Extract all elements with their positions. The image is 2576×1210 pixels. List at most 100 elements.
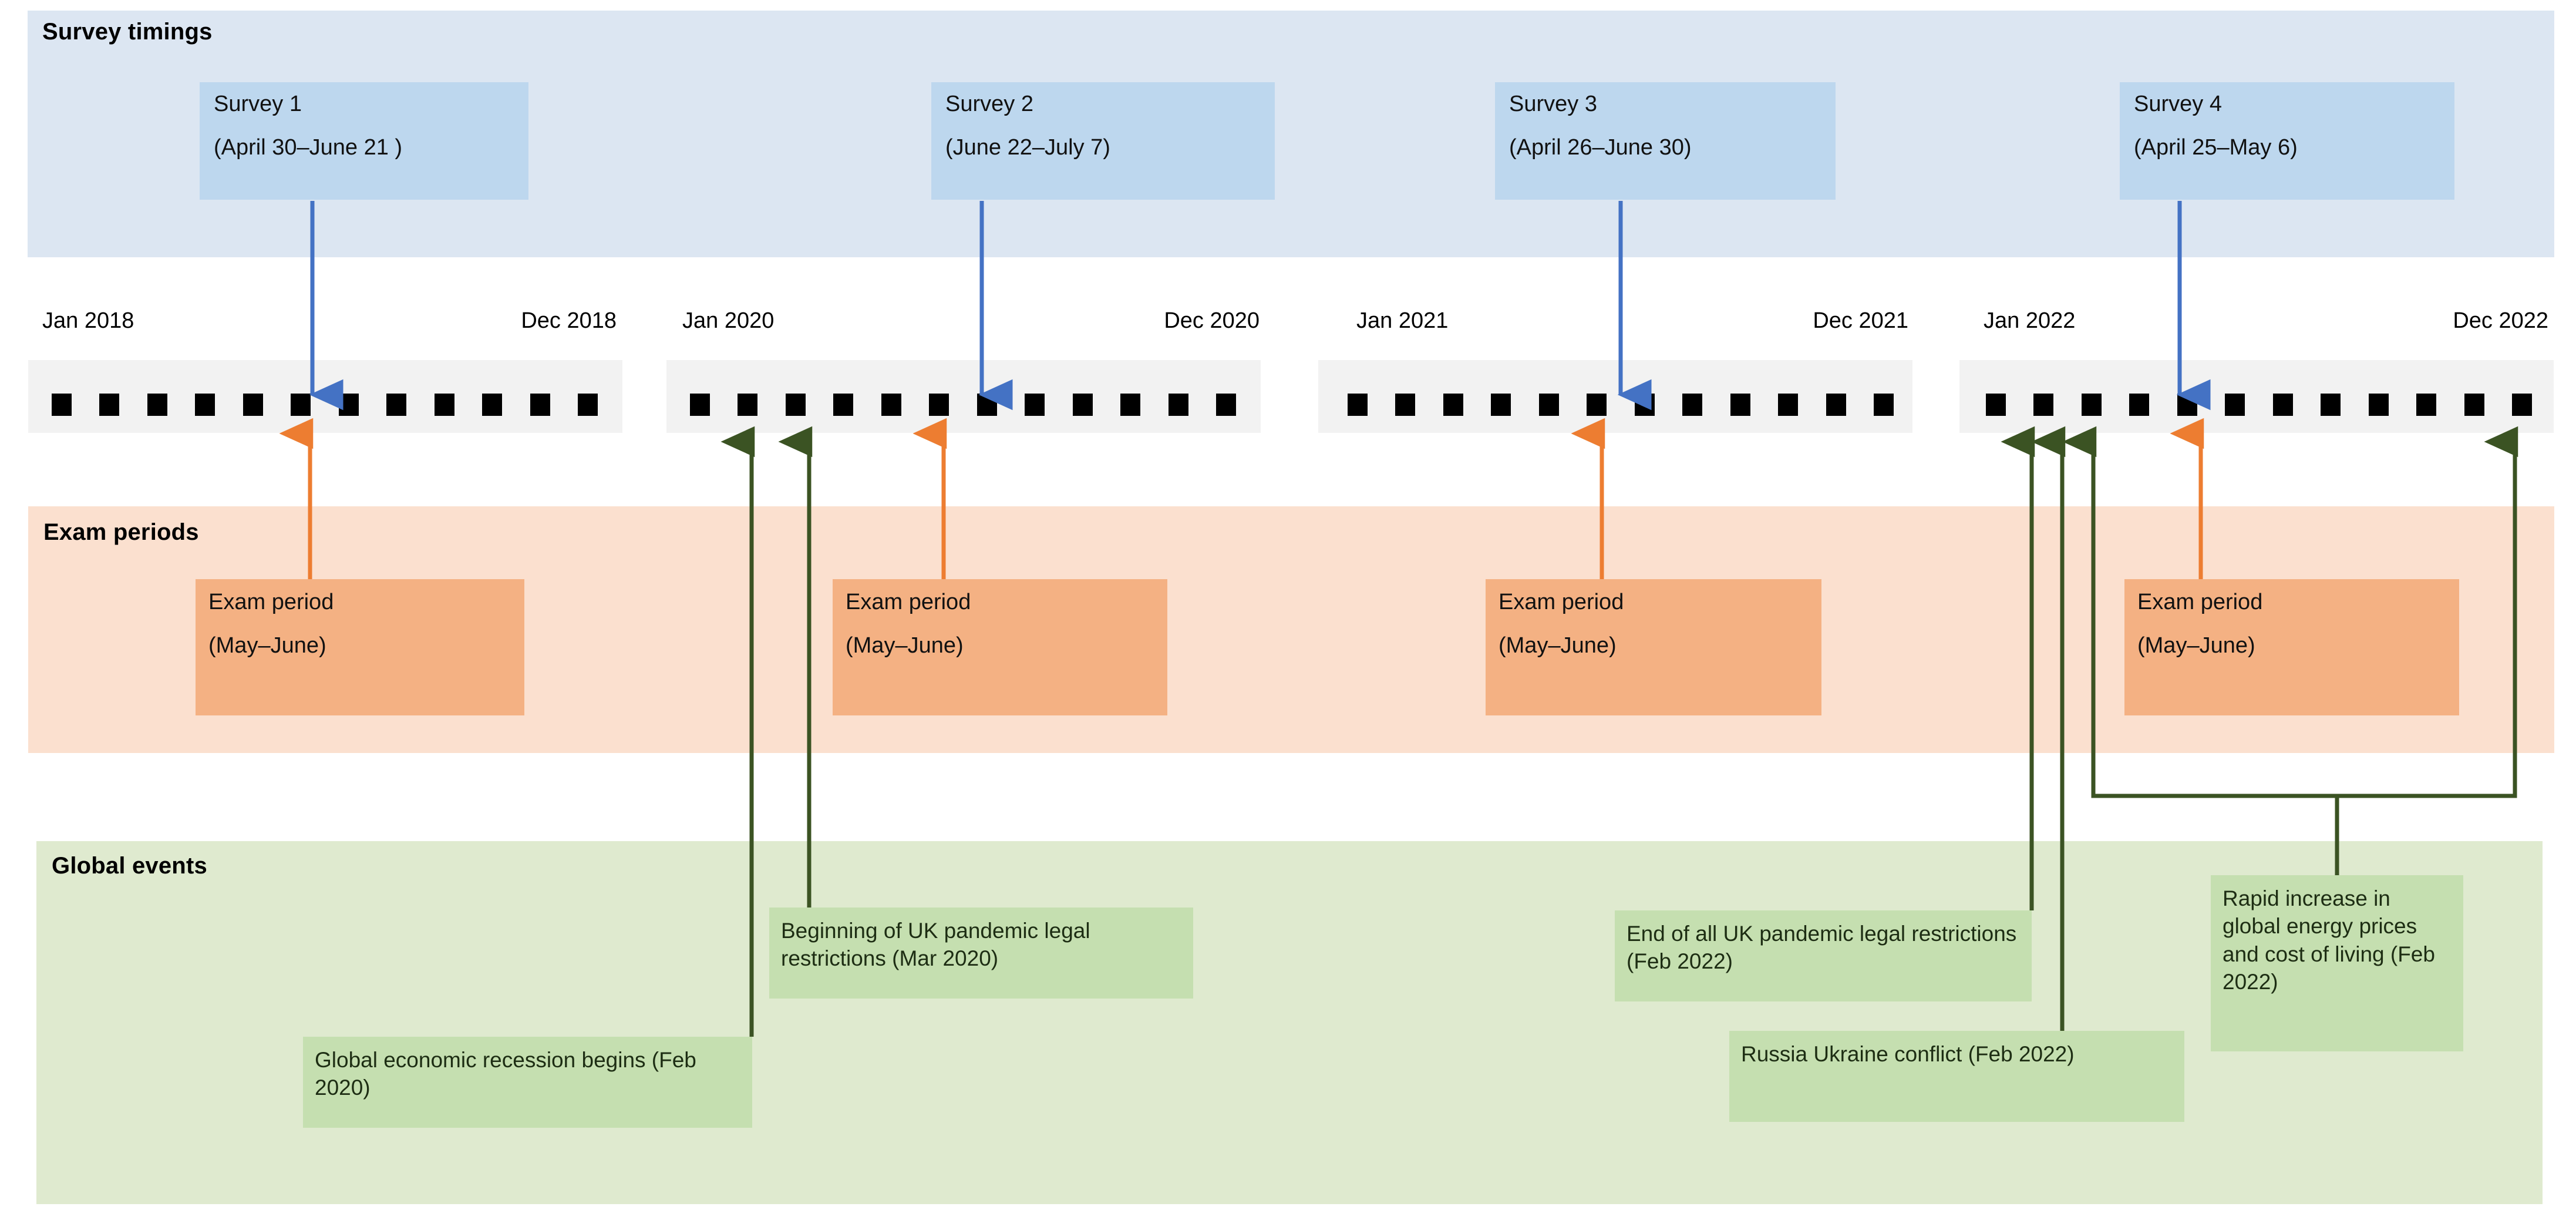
- survey-3-name: Survey 3: [1509, 92, 1597, 116]
- month-tick: [2081, 394, 2102, 416]
- global-event-russia-ukraine-text: Russia Ukraine conflict (Feb 2022): [1741, 1042, 2075, 1066]
- month-tick: [2368, 394, 2389, 416]
- month-tick: [929, 394, 949, 416]
- global-event-energy-prices-text: Rapid increase in global energy prices a…: [2223, 886, 2435, 994]
- timeline-rail-2021: [1318, 360, 1912, 433]
- survey-2-name: Survey 2: [945, 92, 1033, 116]
- month-tick: [195, 394, 215, 416]
- month-tick: [99, 394, 120, 416]
- exam-box-1: Exam period (May–June): [196, 579, 524, 715]
- exam-box-4: Exam period (May–June): [2124, 579, 2459, 715]
- global-events-title: Global events: [52, 853, 207, 879]
- month-tick: [976, 394, 997, 416]
- month-tick: [2129, 394, 2150, 416]
- month-tick: [243, 394, 263, 416]
- year-start-label-2018: Jan 2018: [42, 308, 134, 333]
- month-ticks-2022: [1986, 393, 2532, 416]
- survey-4-dates: (April 25–May 6): [2134, 135, 2298, 160]
- year-end-label-2021: Dec 2021: [1813, 308, 1908, 333]
- timeline-rail-2022: [1959, 360, 2554, 433]
- month-tick: [1072, 394, 1093, 416]
- month-tick: [1215, 394, 1236, 416]
- exam-box-3: Exam period (May–June): [1486, 579, 1821, 715]
- survey-2-dates: (June 22–July 7): [945, 135, 1110, 160]
- exam-3-dates: (May–June): [1499, 633, 1617, 658]
- month-tick: [785, 394, 806, 416]
- month-tick: [2511, 394, 2532, 416]
- month-tick: [1025, 394, 1045, 416]
- year-start-label-2020: Jan 2020: [682, 308, 775, 333]
- global-event-box-restrictions-begin: Beginning of UK pandemic legal restricti…: [769, 907, 1193, 999]
- month-tick: [386, 394, 407, 416]
- month-tick: [434, 394, 454, 416]
- month-tick: [738, 394, 758, 416]
- global-event-recession-text: Global economic recession begins (Feb 20…: [315, 1048, 696, 1100]
- year-start-label-2022: Jan 2022: [1984, 308, 2076, 333]
- month-tick: [1395, 394, 1416, 416]
- timeline-rail-2020: [666, 360, 1261, 433]
- survey-timings-title: Survey timings: [42, 19, 213, 45]
- exam-4-dates: (May–June): [2137, 633, 2255, 658]
- exam-4-name: Exam period: [2137, 590, 2263, 614]
- year-end-label-2018: Dec 2018: [521, 308, 617, 333]
- survey-3-dates: (April 26–June 30): [1509, 135, 1692, 160]
- month-tick: [881, 394, 901, 416]
- month-tick: [577, 394, 598, 416]
- month-tick: [2416, 394, 2437, 416]
- month-tick: [482, 394, 503, 416]
- month-tick: [1986, 394, 2006, 416]
- exam-periods-title: Exam periods: [43, 519, 199, 545]
- month-tick: [530, 394, 550, 416]
- month-tick: [291, 394, 311, 416]
- month-tick: [1168, 394, 1188, 416]
- month-tick: [2272, 394, 2293, 416]
- exam-box-2: Exam period (May–June): [833, 579, 1167, 715]
- exam-2-dates: (May–June): [846, 633, 964, 658]
- month-tick: [1826, 394, 1846, 416]
- month-tick: [1538, 394, 1559, 416]
- month-tick: [2225, 394, 2245, 416]
- month-ticks-2018: [52, 393, 598, 416]
- year-end-label-2020: Dec 2020: [1164, 308, 1260, 333]
- month-tick: [1120, 394, 1141, 416]
- month-tick: [147, 394, 167, 416]
- month-tick: [833, 394, 854, 416]
- year-end-label-2022: Dec 2022: [2453, 308, 2548, 333]
- exam-2-name: Exam period: [846, 590, 971, 614]
- survey-box-4: Survey 4 (April 25–May 6): [2120, 82, 2454, 200]
- year-start-label-2021: Jan 2021: [1356, 308, 1449, 333]
- global-event-box-energy-prices: Rapid increase in global energy prices a…: [2211, 875, 2463, 1051]
- month-tick: [338, 394, 359, 416]
- month-ticks-2020: [690, 393, 1236, 416]
- month-tick: [1730, 394, 1750, 416]
- month-tick: [1443, 394, 1463, 416]
- global-event-restrictions-begin-text: Beginning of UK pandemic legal restricti…: [781, 919, 1090, 971]
- month-ticks-2021: [1348, 393, 1894, 416]
- survey-1-name: Survey 1: [214, 92, 302, 116]
- month-tick: [2321, 394, 2341, 416]
- survey-4-name: Survey 4: [2134, 92, 2222, 116]
- month-tick: [1778, 394, 1799, 416]
- survey-1-dates: (April 30–June 21 ): [214, 135, 403, 160]
- month-tick: [2033, 394, 2054, 416]
- exam-3-name: Exam period: [1499, 590, 1624, 614]
- month-tick: [1682, 394, 1703, 416]
- month-tick: [2464, 394, 2484, 416]
- global-event-restrictions-end-text: End of all UK pandemic legal restriction…: [1627, 922, 2017, 974]
- month-tick: [1634, 394, 1655, 416]
- global-event-box-restrictions-end: End of all UK pandemic legal restriction…: [1615, 910, 2032, 1001]
- month-tick: [52, 394, 72, 416]
- month-tick: [1873, 394, 1894, 416]
- global-event-box-russia-ukraine: Russia Ukraine conflict (Feb 2022): [1729, 1031, 2184, 1122]
- month-tick: [2177, 394, 2197, 416]
- survey-box-2: Survey 2 (June 22–July 7): [931, 82, 1275, 200]
- exam-1-name: Exam period: [208, 590, 334, 614]
- exam-1-dates: (May–June): [208, 633, 326, 658]
- month-tick: [1587, 394, 1607, 416]
- month-tick: [690, 394, 710, 416]
- global-event-box-recession: Global economic recession begins (Feb 20…: [303, 1037, 752, 1128]
- month-tick: [1348, 394, 1368, 416]
- global-events-band: [36, 841, 2543, 1204]
- survey-box-3: Survey 3 (April 26–June 30): [1495, 82, 1836, 200]
